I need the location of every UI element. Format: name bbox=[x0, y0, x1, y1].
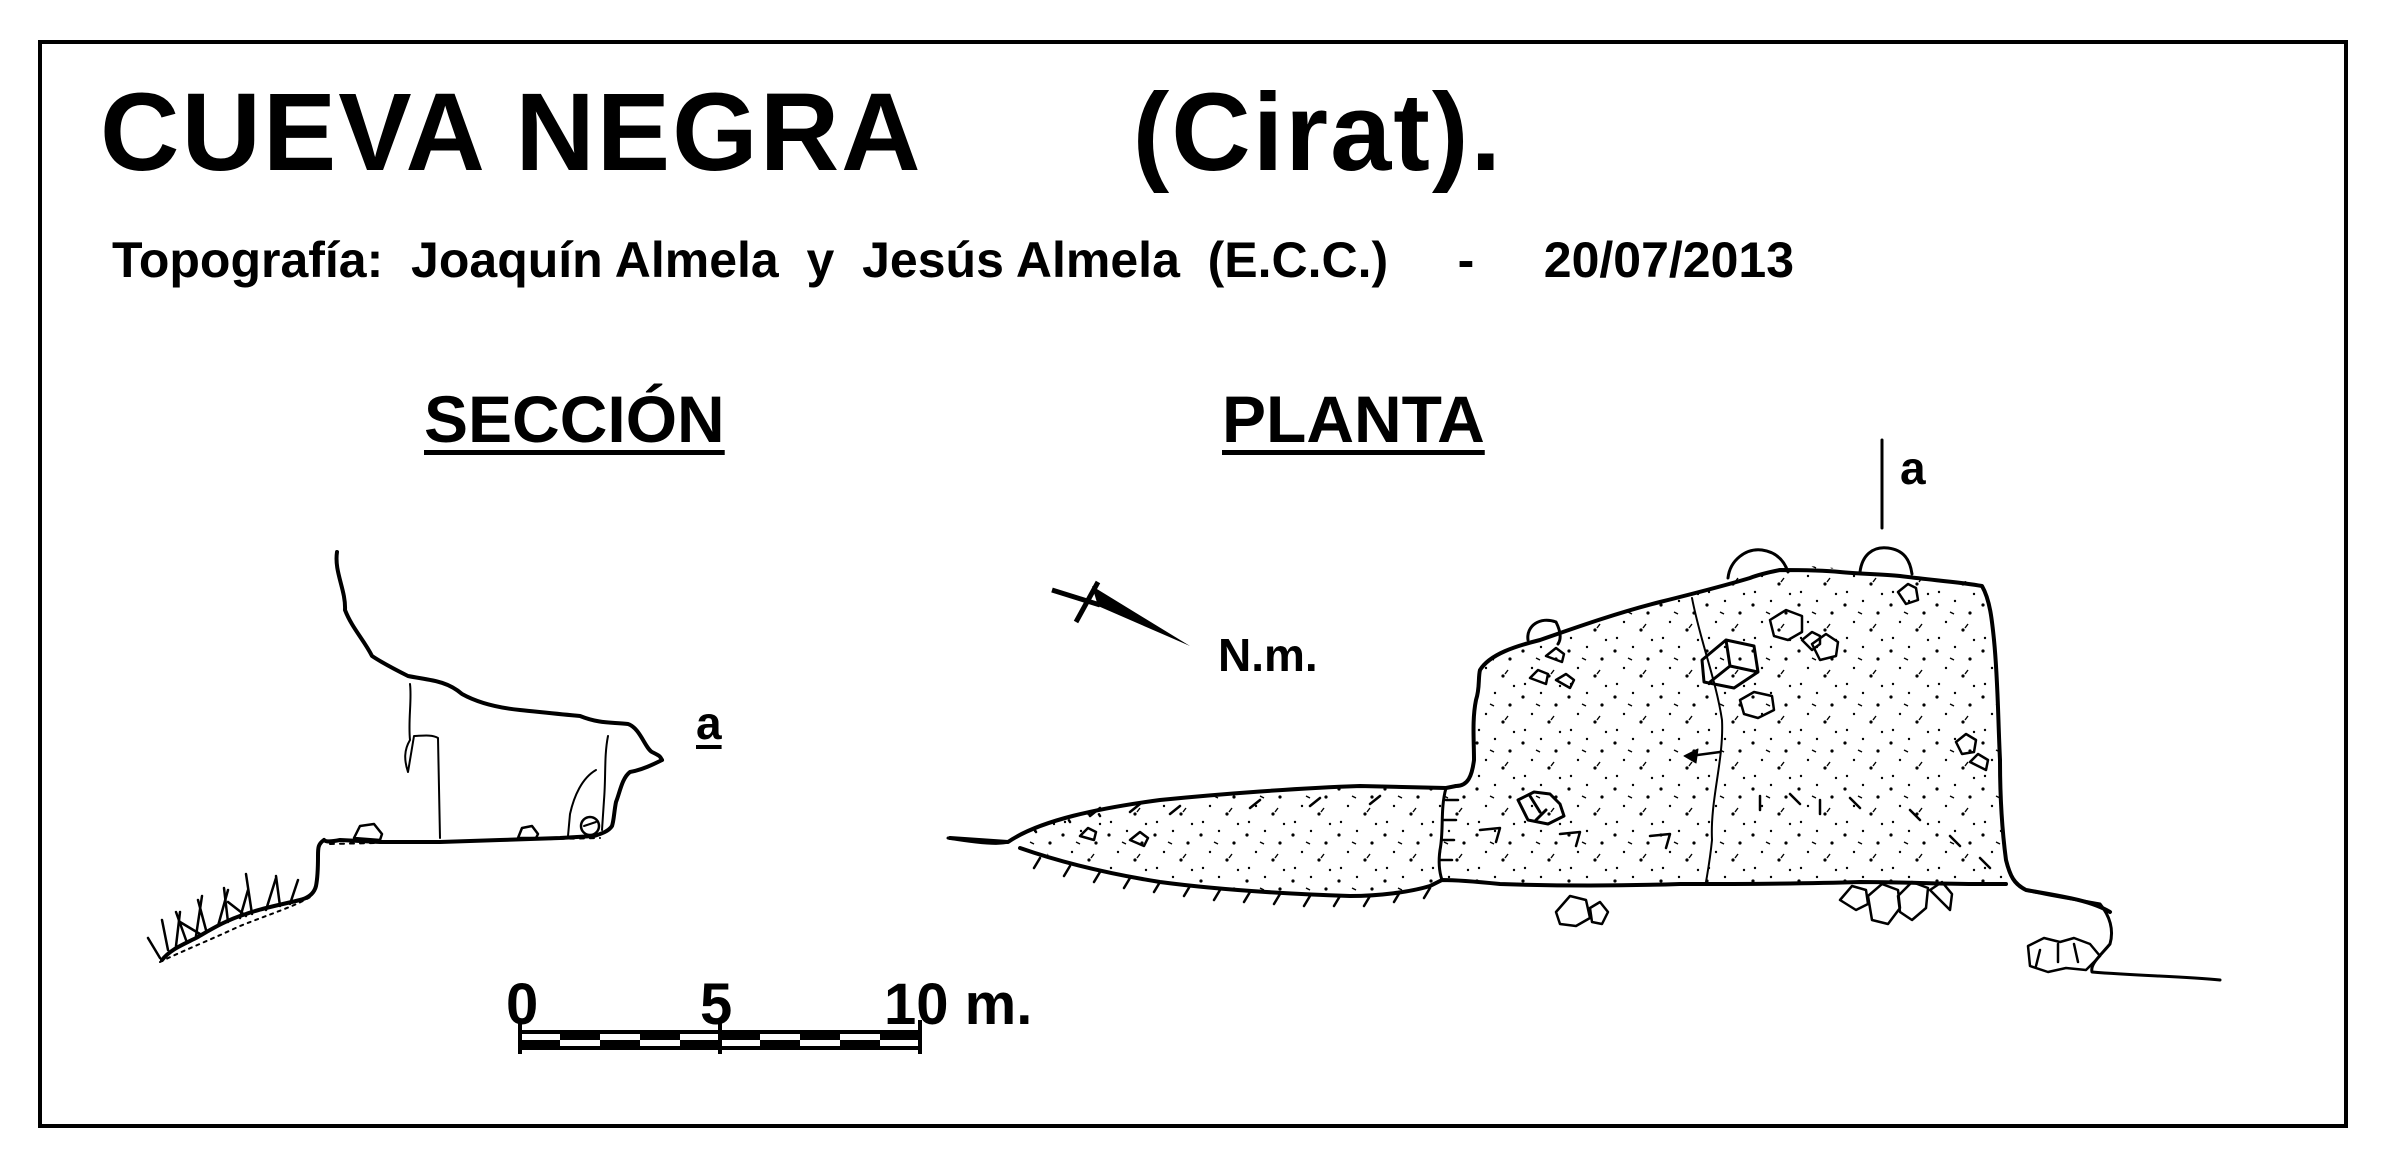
scale-label-5: 5 bbox=[700, 972, 733, 1037]
plan-section-line bbox=[1691, 597, 1724, 883]
plan-outline-bottom bbox=[1018, 846, 2008, 898]
section-floor-step bbox=[160, 838, 326, 962]
plan-outline-chamber bbox=[1454, 568, 2112, 914]
north-label: N.m. bbox=[1218, 629, 1318, 681]
section-crack-2 bbox=[601, 735, 609, 831]
section-crack-1 bbox=[404, 683, 441, 839]
cave-title: CUEVA NEGRA(Cirat). bbox=[100, 78, 1503, 188]
section-entrance-lip bbox=[322, 758, 664, 844]
scale-bar bbox=[518, 1020, 922, 1054]
section-view bbox=[146, 550, 664, 963]
section-ceiling-line bbox=[334, 550, 664, 762]
plan-exterior-ground bbox=[2024, 888, 2222, 982]
scale-label-0: 0 bbox=[506, 972, 539, 1037]
section-point-label: a bbox=[696, 697, 722, 749]
section-crack-3 bbox=[567, 769, 597, 837]
plan-view bbox=[946, 438, 2222, 982]
map-frame bbox=[38, 40, 2348, 1128]
scale-label-10: 10 m. bbox=[884, 972, 1033, 1037]
cave-location: (Cirat). bbox=[1132, 71, 1504, 194]
section-vegetation bbox=[146, 872, 300, 960]
north-arrow bbox=[1051, 580, 1190, 646]
plan-floor-fill bbox=[1008, 566, 2008, 896]
plan-outline-top bbox=[948, 784, 1458, 844]
section-heading: SECCIÓN bbox=[424, 382, 725, 456]
plan-section-point-label: a bbox=[1900, 442, 1926, 494]
plan-entrance-slope bbox=[946, 836, 1010, 845]
plan-heading: PLANTA bbox=[1222, 382, 1485, 456]
survey-credits: Topografía: Joaquín Almela y Jesús Almel… bbox=[112, 232, 1795, 288]
cave-name: CUEVA NEGRA bbox=[100, 71, 923, 194]
